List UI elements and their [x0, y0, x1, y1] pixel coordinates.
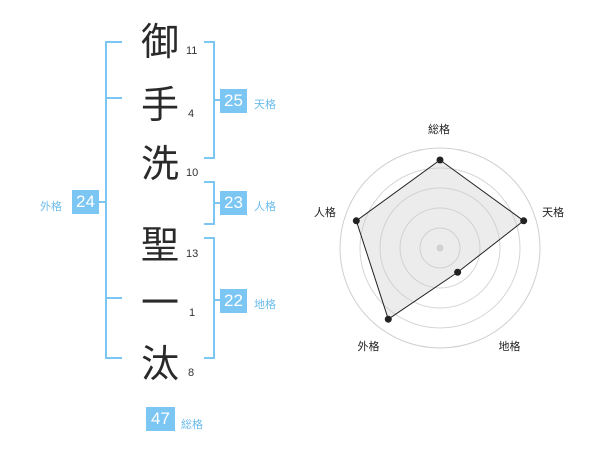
stroke-count: 11	[186, 45, 198, 57]
chikaku-value: 22	[220, 289, 247, 313]
name-char: 手	[140, 83, 179, 127]
radar-ring	[359, 167, 521, 329]
soukaku-label: 総格	[181, 418, 203, 431]
radar-ring	[379, 187, 501, 309]
radar-point-3	[384, 315, 392, 323]
jinkaku-label: 人格	[254, 200, 276, 213]
radar-ring	[419, 227, 461, 269]
radar-center	[436, 244, 444, 252]
radar-point-0	[436, 156, 444, 164]
name-char: 聖	[140, 223, 179, 267]
stroke-count: 1	[189, 307, 196, 319]
stroke-count: 8	[188, 367, 195, 379]
stroke-count: 13	[186, 248, 199, 260]
radar-series-polygon	[355, 159, 525, 320]
radar-axis-label: 外格	[357, 340, 380, 354]
gaikaku-value: 24	[72, 190, 99, 214]
gaikaku-label: 外格	[40, 200, 62, 213]
radar-point-1	[520, 217, 528, 225]
name-char: 一	[140, 281, 179, 325]
stroke-count: 10	[186, 167, 199, 179]
soukaku-value: 47	[146, 407, 175, 431]
chikaku-bracket	[204, 237, 215, 359]
radar-axis-label: 人格	[313, 205, 336, 219]
radar-point-4	[352, 217, 360, 225]
gaikaku-bracket	[105, 41, 122, 359]
tenkaku-value: 25	[220, 89, 247, 113]
radar-axis-label: 天格	[542, 205, 565, 219]
jinkaku-value: 23	[220, 191, 247, 215]
radar-axis-label: 地格	[498, 340, 521, 354]
chikaku-label: 地格	[254, 298, 276, 311]
name-char: 御	[140, 20, 179, 64]
name-char: 汰	[140, 342, 179, 386]
tenkaku-label: 天格	[254, 98, 276, 111]
radar-ring	[399, 207, 481, 289]
name-char: 洗	[140, 142, 179, 186]
radar-point-2	[454, 268, 462, 276]
stroke-count: 4	[188, 108, 195, 120]
radar-axis-label: 総格	[428, 123, 450, 136]
